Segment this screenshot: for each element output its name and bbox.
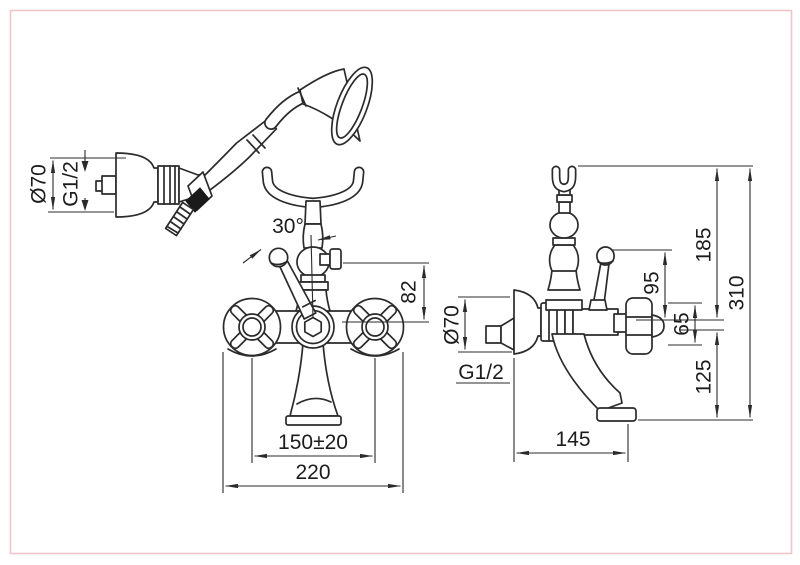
bracket-collar	[157, 165, 180, 205]
wall-thread-taper	[500, 317, 515, 351]
arrow-down-icon	[81, 200, 89, 211]
shower-handle	[199, 118, 278, 192]
dim-handle-depth: 65	[671, 312, 694, 335]
cross-handle-right	[345, 297, 405, 357]
diverter-knob-stem	[319, 253, 331, 266]
lever-ball-side	[596, 246, 615, 266]
column-flare-side	[547, 269, 581, 291]
diverter-hex	[303, 316, 323, 338]
cradle-stem	[304, 200, 322, 225]
valve-body-side	[572, 308, 619, 336]
hand-shower-unit	[95, 66, 374, 237]
cross-handle-left	[222, 297, 282, 357]
dim-knob-height: 82	[398, 280, 421, 303]
axis-line	[310, 234, 314, 319]
lever-ball	[268, 247, 289, 268]
cross-handle-side	[625, 297, 653, 355]
column-ring-side	[552, 237, 576, 246]
dim-bracket-thread: G1/2	[60, 161, 83, 207]
dim-overall-height: 310	[726, 275, 749, 310]
dim-spout-reach: 145	[555, 428, 590, 451]
dim-overall-width: 220	[295, 461, 330, 484]
bracket-flange	[115, 152, 159, 218]
sheet-border	[9, 9, 793, 555]
arrow-down-icon	[81, 161, 89, 172]
column-bulge-side	[548, 244, 580, 272]
dim-bracket-diameter: Ø70	[28, 164, 51, 204]
side-view-dimensions: 185 125 310 95 65 Ø70 G1/2 145	[441, 165, 753, 462]
column-ring	[300, 274, 326, 283]
wall-thread	[485, 325, 502, 344]
front-view	[222, 166, 405, 426]
bracket-dimensions: Ø70 G1/2	[28, 150, 126, 213]
lever-arrow	[242, 249, 262, 264]
dim-center-to-spout: 125	[693, 359, 716, 394]
column-base-side	[545, 299, 583, 311]
body-ring	[564, 307, 574, 337]
dim-wall-thread: G1/2	[458, 361, 504, 384]
spout-base	[285, 415, 342, 426]
diverter-knob	[329, 248, 342, 270]
dim-inlet-centers: 150±20	[278, 431, 348, 454]
spout-side	[551, 333, 623, 412]
spout	[289, 342, 339, 417]
bracket-thread	[101, 175, 117, 195]
side-view	[485, 165, 665, 422]
dim-lever-above-center: 95	[641, 271, 664, 294]
spout-outlet	[596, 407, 637, 422]
shower-face	[330, 66, 374, 146]
handle-cap-side	[651, 314, 665, 338]
dim-flange-diameter: Ø70	[441, 305, 464, 345]
column-ball-side	[549, 211, 579, 239]
dim-diverter-angle: 30°	[272, 215, 304, 238]
wall-flange	[513, 289, 542, 355]
angle-arrow	[317, 235, 337, 241]
column-neck	[302, 223, 324, 249]
dim-cradle-above-center: 185	[693, 227, 716, 262]
front-view-dimensions: 30° 82 150±20 220	[222, 215, 429, 493]
